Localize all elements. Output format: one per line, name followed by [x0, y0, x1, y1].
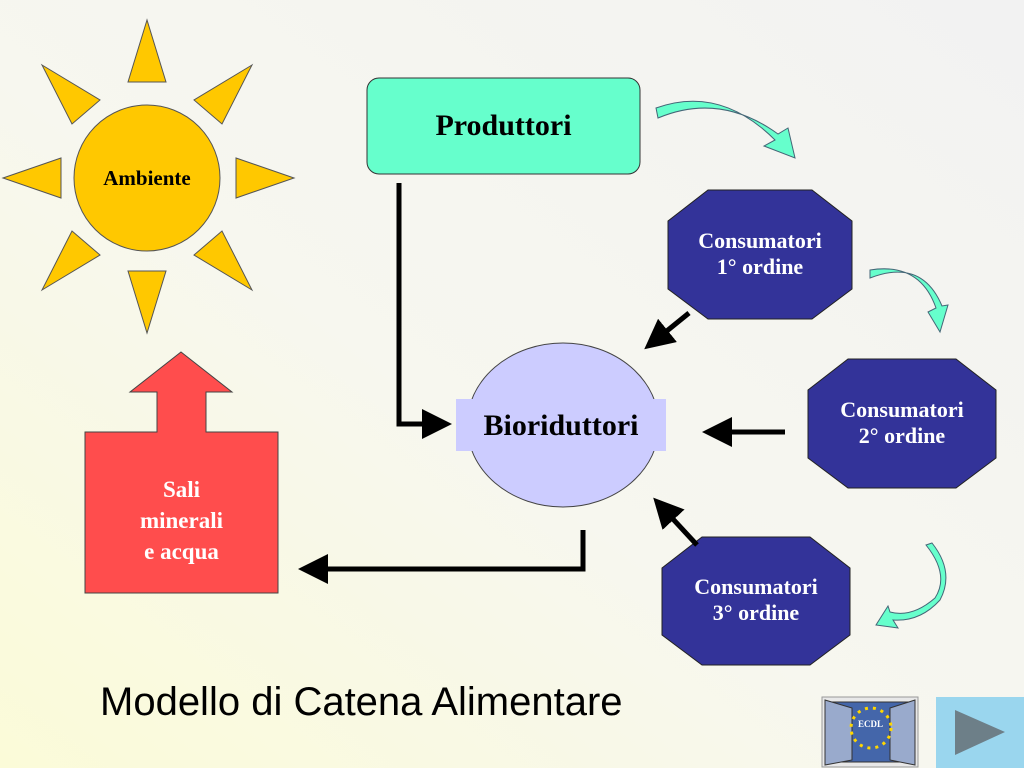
consumers1-to-decomposers-arrow: [644, 311, 691, 350]
decomposers-to-minerals-arrow: [298, 530, 586, 584]
consumers3-label: Consumatori 3° ordine: [662, 574, 850, 627]
next-slide-button[interactable]: [936, 697, 1024, 768]
ecdl-logo: [821, 696, 919, 768]
minerals-label: Sali minerali e acqua: [85, 474, 278, 567]
sun-core: [73, 104, 221, 252]
next-button-shape: [936, 697, 1024, 768]
minerals-line1: Sali: [162, 477, 201, 502]
consumers1-line2: 1° ordine: [716, 254, 804, 280]
minerals-arrow-shape: [84, 351, 279, 594]
consumers2-label: Consumatori 2° ordine: [808, 397, 996, 450]
decomposers-label-bg: [456, 399, 666, 451]
cycle-arrow-3: [875, 542, 947, 629]
consumers1-label: Consumatori 1° ordine: [668, 228, 852, 281]
consumers3-line2: 3° ordine: [712, 600, 800, 626]
consumers1-octagon: [667, 189, 853, 320]
consumers2-octagon: [807, 358, 997, 489]
sun-ray-top-left: [40, 63, 101, 125]
sun-ray-right: [235, 157, 296, 199]
minerals-line3: e acqua: [144, 539, 219, 565]
consumers2-line1: Consumatori: [840, 397, 964, 422]
producers-label: Produttori: [435, 109, 572, 142]
consumers2-line2: 2° ordine: [858, 423, 946, 449]
sun-ray-bottom: [127, 270, 167, 335]
slide-title: Modello di Catena Alimentare: [100, 680, 623, 724]
consumers1-line1: Consumatori: [698, 228, 822, 253]
sun-ray-bottom-left: [40, 230, 101, 292]
consumers3-octagon: [661, 536, 851, 666]
sun-ray-top-right: [193, 63, 254, 125]
sun-ray-left: [1, 157, 62, 199]
cycle-arrow-1: [655, 100, 796, 159]
minerals-line2: minerali: [139, 508, 224, 534]
producers-box: [366, 77, 641, 175]
sun-ray-bottom-right: [193, 230, 254, 292]
sun-label: Ambiente: [103, 166, 191, 190]
consumers3-line1: Consumatori: [694, 574, 818, 599]
decomposers-label: Bioriduttori: [483, 409, 639, 442]
consumers3-to-decomposers-arrow: [653, 497, 699, 547]
sun-ray-top: [127, 18, 167, 83]
producers-to-decomposers-arrow: [396, 183, 452, 439]
sun-shape: [1, 18, 296, 335]
ecdl-logo-text: ECDL: [858, 719, 884, 729]
play-next-icon: [955, 710, 1005, 755]
cycle-arrow-2: [869, 268, 949, 334]
ecdl-logo-button[interactable]: ECDL: [822, 697, 918, 767]
